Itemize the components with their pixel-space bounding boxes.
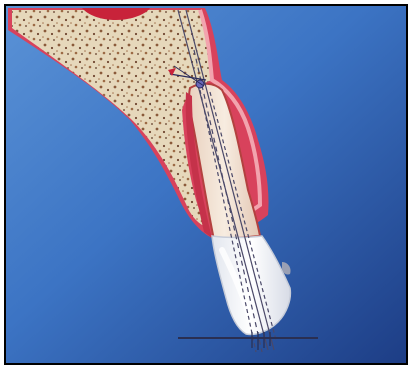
dental-illustration	[0, 0, 412, 369]
illustration-canvas	[0, 0, 412, 369]
